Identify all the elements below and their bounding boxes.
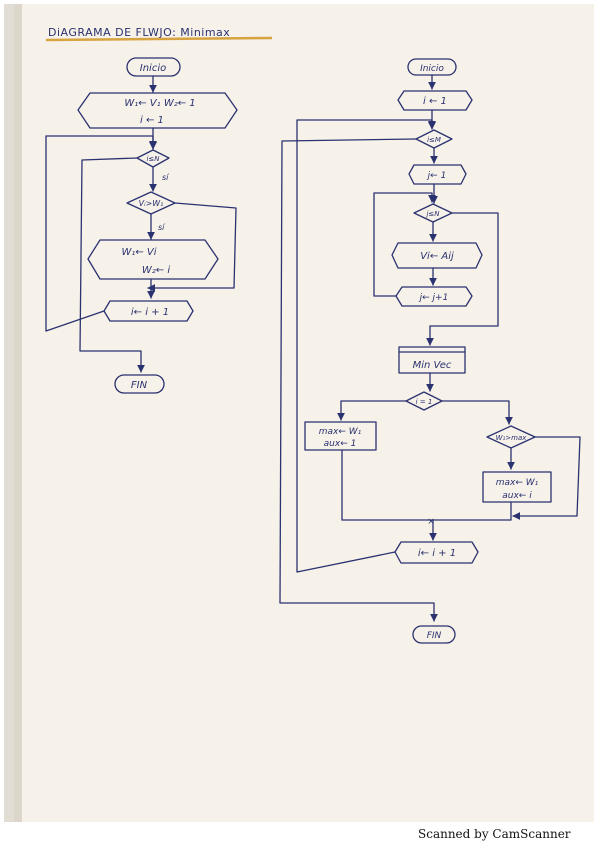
left-compare-yes-label: sí — [158, 223, 166, 232]
right-init-process — [397, 90, 473, 111]
right-subroutine-box — [398, 346, 466, 374]
left-compare-condition: Vᵢ>W₁ — [139, 199, 164, 208]
right-i-condition: i≤M — [427, 136, 441, 144]
right-first-no-branch — [441, 400, 513, 425]
right-subroutine-label: Min Vec — [413, 360, 452, 371]
left-flowchart: Inicio W₁← V₁ W₂← 1 i ← 1 i≤N sí Vᵢ>W₁ s… — [45, 57, 238, 394]
right-max-condition: W₁>max — [496, 434, 528, 442]
paper-sheet — [14, 4, 594, 822]
left-start-label: Inicio — [140, 63, 166, 74]
scanner-watermark: Scanned by CamScanner — [418, 827, 571, 841]
right-init-j-process — [408, 164, 467, 185]
page-edge-shadow — [4, 4, 22, 822]
left-end-label: FIN — [131, 380, 148, 391]
right-start-label: Inicio — [420, 64, 444, 74]
right-assign-max-line1: max← W₁ — [496, 478, 539, 488]
right-max-no-branch — [512, 436, 581, 520]
left-end-terminal — [114, 374, 165, 394]
right-init-j-label: j← 1 — [426, 171, 447, 181]
right-first-decision — [405, 391, 443, 411]
right-assign-max-line2: aux← i — [502, 491, 532, 501]
right-end-label: FIN — [427, 631, 442, 641]
diagram-title: DiAGRAMA DE FLWJO: Minimax — [48, 26, 230, 39]
left-init-line2: i ← 1 — [140, 115, 164, 126]
left-loop-yes-label: sí — [162, 173, 170, 182]
svg-text:×: × — [427, 517, 435, 527]
right-flowchart: Inicio i ← 1 i≤M j← 1 j≤N Vi← Aij j← j+1 — [279, 58, 581, 644]
right-assign-v-label: Vi← Aij — [420, 251, 454, 262]
right-i-exit-line — [279, 138, 438, 622]
right-i-loop-back-line — [296, 119, 436, 573]
right-assign-first-line1: max← W₁ — [319, 427, 362, 437]
left-assign-process — [87, 239, 219, 280]
left-assign-line1: W₁← Vi — [121, 247, 156, 258]
right-increment-j-label: j← j+1 — [418, 293, 449, 303]
right-init-label: i ← 1 — [423, 96, 447, 107]
left-exit-line — [79, 157, 145, 373]
right-merge-line — [341, 449, 512, 521]
right-j-condition: j≤N — [425, 210, 440, 218]
right-assign-v-process — [391, 242, 483, 269]
right-first-condition: i = 1 — [416, 398, 433, 406]
right-increment-i-label: i← i + 1 — [418, 548, 456, 559]
right-assign-first-box — [304, 421, 377, 451]
left-loop-back-line — [45, 135, 157, 332]
right-assign-first-line2: aux← 1 — [324, 439, 357, 449]
left-compare-no-branch — [147, 202, 237, 292]
right-first-yes-branch — [337, 400, 407, 421]
left-loop-condition: i≤N — [146, 155, 160, 163]
left-assign-line2: W₂← i — [142, 265, 170, 276]
right-j-exit-line — [426, 212, 499, 346]
left-increment-label: i← i + 1 — [131, 307, 169, 318]
right-j-loop-back-line — [373, 192, 436, 297]
title-underline — [45, 36, 273, 42]
right-end-terminal — [412, 625, 456, 644]
right-assign-max-box — [482, 471, 552, 503]
left-init-line1: W₁← V₁ W₂← 1 — [124, 98, 195, 109]
left-init-process — [77, 92, 238, 129]
